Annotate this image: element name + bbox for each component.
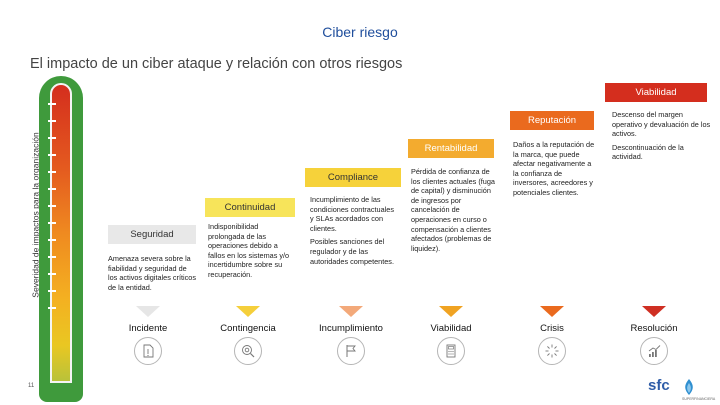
step-seguridad: Seguridad [108,225,196,244]
arrow-incidente [136,306,160,317]
step-viabilidad-label: Viabilidad [635,87,677,98]
desc-reputacion: Daños a la reputación de la marca, que p… [513,140,597,202]
desc-compliance-text-2: Posibles sanciones del regulador y de la… [310,237,394,266]
thermometer-tick [48,120,56,122]
stage-crisis: Crisis [540,323,564,334]
arrow-incumplimiento [339,306,363,317]
calculator-icon [437,337,465,365]
stage-viabilidad: Viabilidad [430,323,472,334]
arrow-contingencia [236,306,260,317]
thermometer-tick [48,273,56,275]
thermometer-tick [48,103,56,105]
thermometer-tick [48,222,56,224]
desc-seguridad-text: Amenaza severa sobre la fiabilidad y seg… [108,254,197,292]
stage-contingencia: Contingencia [220,323,276,334]
desc-rentabilidad-text: Pérdida de confianza de los clientes act… [411,167,495,253]
thermometer-tick [48,239,56,241]
desc-seguridad: Amenaza severa sobre la fiabilidad y seg… [108,254,198,296]
step-reputacion: Reputación [510,111,594,130]
logo-subtext: SUPERFINANCIERA [682,397,716,401]
thermometer-tick [48,307,56,309]
logo-text: sfc [648,377,670,394]
desc-compliance: Incumplimiento de las condiciones contra… [310,195,398,270]
page-title: Ciber riesgo [322,24,398,40]
desc-viabilidad-text-2: Descontinuación de la actividad. [612,142,684,162]
step-continuidad: Continuidad [205,198,295,217]
burst-icon [538,337,566,365]
step-seguridad-label: Seguridad [130,229,174,240]
stage-resolucion: Resolución [630,323,678,334]
step-reputacion-label: Reputación [527,115,577,126]
step-compliance: Compliance [305,168,401,187]
sfc-logo: sfc SUPERFINANCIERA [648,377,715,401]
page-subtitle: El impacto de un ciber ataque y relación… [30,56,403,72]
desc-continuidad-text: Indisponibilidad prolongada de las opera… [208,222,290,279]
desc-viabilidad: Descenso del margen operativo y devaluac… [612,110,712,166]
page-number: 11 [28,383,35,389]
stage-incumplimiento: Incumplimiento [319,323,383,334]
logo-mark-icon [685,379,693,395]
thermometer-tick [48,188,56,190]
thermometer-tick [48,154,56,156]
step-rentabilidad: Rentabilidad [408,139,494,158]
thermometer-gradient [50,83,72,383]
desc-rentabilidad: Pérdida de confianza de los clientes act… [411,167,495,257]
thermometer-tick [48,137,56,139]
desc-compliance-text-1: Incumplimiento de las condiciones contra… [310,195,394,233]
thermometer-tick [48,205,56,207]
arrow-viabilidad [439,306,463,317]
arrow-crisis [540,306,564,317]
step-continuidad-label: Continuidad [224,202,276,213]
step-viabilidad: Viabilidad [605,83,707,102]
arrow-resolucion [642,306,666,317]
flag-icon [337,337,365,365]
desc-viabilidad-text-1: Descenso del margen operativo y devaluac… [612,110,711,139]
gear-search-icon [234,337,262,365]
step-rentabilidad-label: Rentabilidad [424,143,478,154]
thermometer-tick [48,290,56,292]
desc-continuidad: Indisponibilidad prolongada de las opera… [208,222,294,284]
stage-incidente: Incidente [128,323,168,334]
thermometer-tick [48,171,56,173]
chart-growth-icon [640,337,668,365]
step-compliance-label: Compliance [327,172,379,183]
desc-reputacion-text: Daños a la reputación de la marca, que p… [513,140,595,197]
thermometer-tick [48,256,56,258]
document-icon [134,337,162,365]
